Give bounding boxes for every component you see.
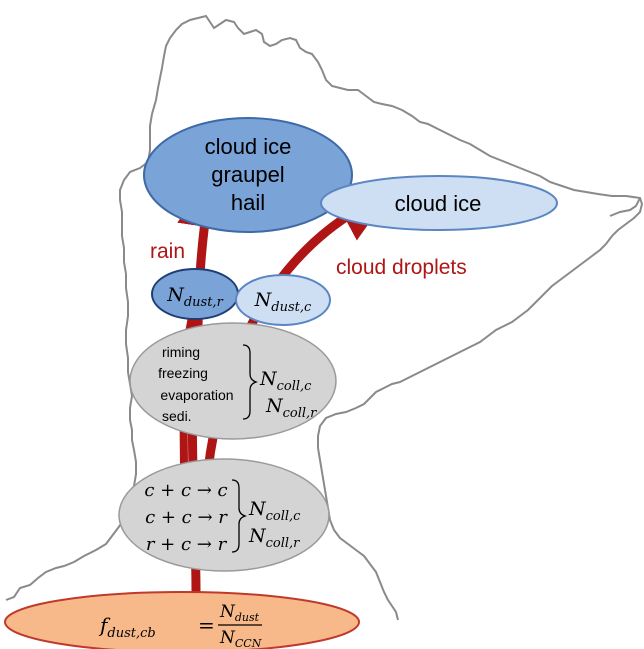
lower-process-item-1: c + c → r: [145, 507, 228, 528]
cloud-outline: [5, 14, 644, 621]
upper-coll-r-sub: coll,r: [283, 406, 318, 421]
lower-coll-r-base: N: [248, 525, 267, 547]
ccn-denominator: NCCN: [219, 628, 262, 649]
dust-r-label: Ndust,r: [166, 284, 223, 310]
top-ellipse-line2: graupel: [211, 162, 284, 187]
upper-coll-r-base: N: [265, 395, 284, 417]
upper-process-item-1: freezing: [158, 365, 208, 381]
cloud-droplets-label: cloud droplets: [336, 256, 467, 279]
upper-process-item-0: riming: [162, 344, 200, 360]
dust-r-base: N: [166, 284, 185, 306]
dust-c-base: N: [254, 289, 273, 311]
ccn-den-base: N: [219, 628, 236, 648]
ice-graupel-hail-ellipse: [143, 117, 353, 233]
upper-coll-c-base: N: [259, 368, 278, 390]
dust-c-ellipse: [235, 274, 331, 326]
ccn-lhs-sub: dust,cb: [107, 626, 155, 641]
upper-coll-c: Ncoll,c: [259, 368, 312, 394]
ccn-den-sub: CCN: [235, 637, 262, 649]
lower-coll-r-sub: coll,r: [266, 536, 301, 551]
ccn-ellipse: [4, 591, 360, 649]
upper-coll-c-sub: coll,c: [277, 379, 313, 394]
anvil-cloud-ice-ellipse: [320, 175, 558, 231]
dust-r-sub: dust,r: [184, 295, 224, 310]
lower-coll-c-sub: coll,c: [266, 509, 302, 524]
anvil-ellipse-label: cloud ice: [395, 191, 482, 216]
ccn-num-base: N: [219, 602, 236, 622]
dust-c-sub: dust,c: [271, 300, 312, 315]
upper-process-brace: [242, 344, 259, 420]
ccn-equals: =: [198, 613, 215, 637]
upper-coll-r: Ncoll,r: [265, 395, 317, 421]
top-ellipse-line3: hail: [231, 190, 265, 215]
lower-coll-c: Ncoll,c: [248, 498, 301, 524]
ccn-num-sub: dust: [235, 611, 260, 624]
dust-r-ellipse: [151, 268, 239, 320]
upper-process-item-2: evaporation: [160, 387, 233, 403]
lower-process-brace: [231, 479, 248, 553]
ccn-numerator: Ndust: [219, 602, 260, 624]
dust-c-label: Ndust,c: [254, 289, 312, 315]
lower-process-item-0: c + c → c: [144, 480, 227, 501]
lower-coll-r: Ncoll,r: [248, 525, 300, 551]
lower-coll-c-base: N: [248, 498, 267, 520]
upper-process-ellipse: [129, 322, 337, 440]
lower-process-item-2: r + c → r: [146, 534, 228, 555]
top-ellipse-line1: cloud ice: [205, 134, 292, 159]
rain-label: rain: [150, 240, 185, 263]
upper-process-item-3: sedi.: [162, 408, 192, 424]
lower-process-ellipse: [118, 458, 330, 572]
cloud-outline-right-inner: [609, 197, 641, 217]
